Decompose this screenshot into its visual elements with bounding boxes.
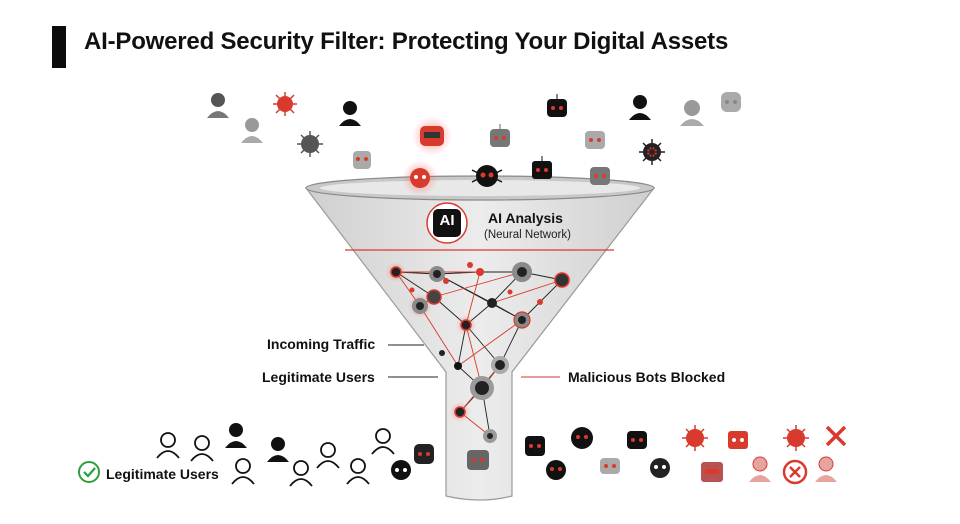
user-icon: [231, 458, 255, 485]
leader-lines: [388, 344, 560, 378]
page-title: AI-Powered Security Filter: Protecting Y…: [84, 28, 729, 55]
robot-icon: [525, 436, 545, 456]
check-icon: [78, 461, 100, 483]
user-icon: [267, 437, 289, 462]
neural-network: [386, 262, 572, 443]
virus-icon: [682, 425, 708, 451]
virus-icon: [783, 425, 809, 451]
label-malicious-bots-blocked: Malicious Bots Blocked: [568, 369, 726, 385]
bug-icon: [546, 460, 566, 480]
network-nodes: [386, 262, 572, 443]
label-incoming-traffic: Incoming Traffic: [267, 336, 376, 352]
user-icon: [629, 95, 651, 120]
bug-icon: [402, 160, 438, 196]
robot-icon: [590, 167, 610, 185]
user-icon: [156, 432, 180, 459]
user-icon: [749, 456, 771, 482]
robot-icon: [532, 156, 552, 179]
virus-icon: [273, 92, 297, 116]
robot-icon: [412, 116, 452, 156]
robot-icon: [490, 124, 510, 147]
bug-icon: [571, 427, 593, 449]
robot-icon: [627, 431, 647, 449]
stem-robot-icon: [467, 450, 489, 470]
user-icon: [225, 423, 247, 448]
virus-icon: [639, 139, 665, 165]
robot-icon: [585, 131, 605, 149]
robot-icon: [547, 94, 567, 117]
incoming-traffic-icons: [207, 92, 741, 196]
user-icon: [346, 458, 370, 485]
robot-icon: [414, 444, 434, 464]
robot-icon: [721, 92, 741, 112]
user-icon: [289, 460, 313, 487]
virus-icon: [650, 458, 670, 478]
title-accent-bar: [52, 26, 66, 68]
close-icon: [825, 425, 847, 447]
ai-analysis-subtitle: (Neural Network): [484, 229, 571, 241]
user-icon: [371, 428, 395, 455]
user-icon: [241, 118, 263, 143]
user-icon: [680, 100, 704, 126]
robot-icon: [701, 462, 723, 482]
ai-badge-label: AI: [439, 212, 455, 229]
robot-icon: [600, 458, 620, 474]
robot-icon: [728, 431, 748, 449]
user-icon: [190, 435, 214, 462]
robot-icon: [353, 151, 371, 169]
bug-icon: [471, 165, 503, 187]
user-icon: [316, 442, 340, 469]
user-icon: [339, 101, 361, 126]
user-icon: [207, 93, 229, 118]
blocked-icon: [782, 459, 808, 485]
user-icon: [815, 456, 837, 482]
virus-icon: [297, 131, 323, 157]
legitimate-users-icons: [78, 423, 434, 487]
label-legitimate-users-center: Legitimate Users: [262, 369, 375, 385]
blocked-bots-icons: [525, 425, 847, 485]
robot-icon: [391, 460, 411, 480]
ai-analysis-title: AI Analysis: [488, 210, 563, 226]
label-legitimate-users-bottom: Legitimate Users: [106, 466, 219, 482]
ai-badge: [426, 202, 468, 244]
